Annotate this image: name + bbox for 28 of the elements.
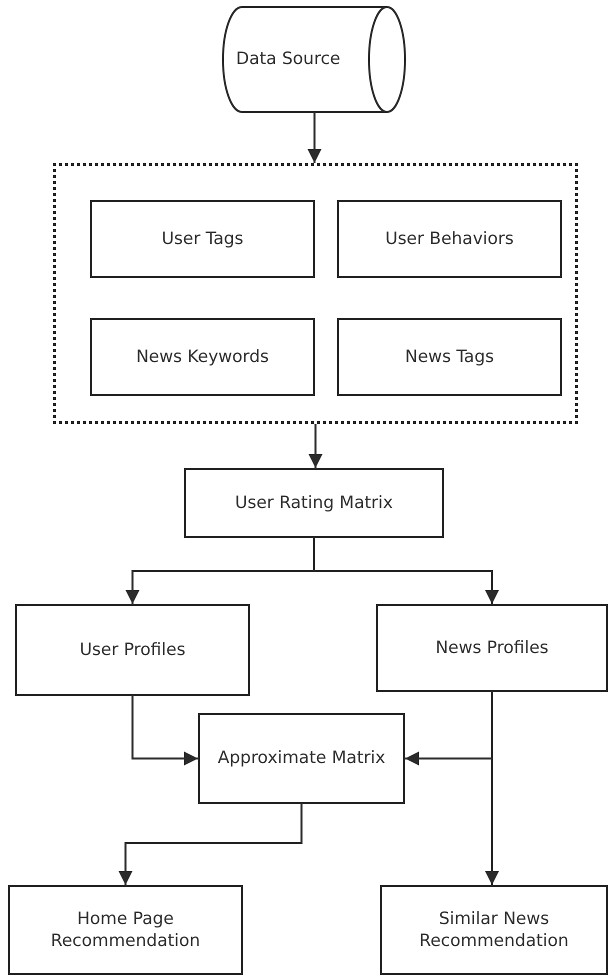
process-box	[8, 885, 243, 975]
arrow	[308, 424, 322, 468]
process-box	[198, 713, 405, 804]
node-label: User Profiles	[78, 638, 186, 662]
dashed-group-box	[53, 163, 578, 424]
node-label: Data Source	[235, 48, 342, 71]
arrow	[313, 538, 499, 604]
process-box	[376, 604, 608, 692]
process-box	[337, 318, 562, 396]
process-box	[380, 885, 608, 975]
process-box	[184, 468, 444, 538]
arrow	[485, 692, 499, 885]
node-label: Approximate Matrix	[216, 747, 386, 770]
process-box	[90, 200, 315, 278]
node-label: News Profiles	[434, 636, 550, 660]
process-box	[15, 604, 250, 696]
node-label: News Keywords	[135, 346, 270, 368]
node-label: User Rating Matrix	[234, 492, 394, 514]
node-label: Similar News Recommendation	[418, 908, 570, 952]
node-label: User Tags	[160, 228, 244, 250]
arrow	[308, 113, 322, 163]
node-label: Home Page Recommendation	[50, 908, 202, 952]
arrow	[132, 696, 198, 766]
arrow	[118, 804, 302, 885]
node-label: News Tags	[404, 346, 495, 368]
node-label: User Behaviors	[384, 228, 515, 250]
process-box	[90, 318, 315, 396]
process-box	[337, 200, 562, 278]
